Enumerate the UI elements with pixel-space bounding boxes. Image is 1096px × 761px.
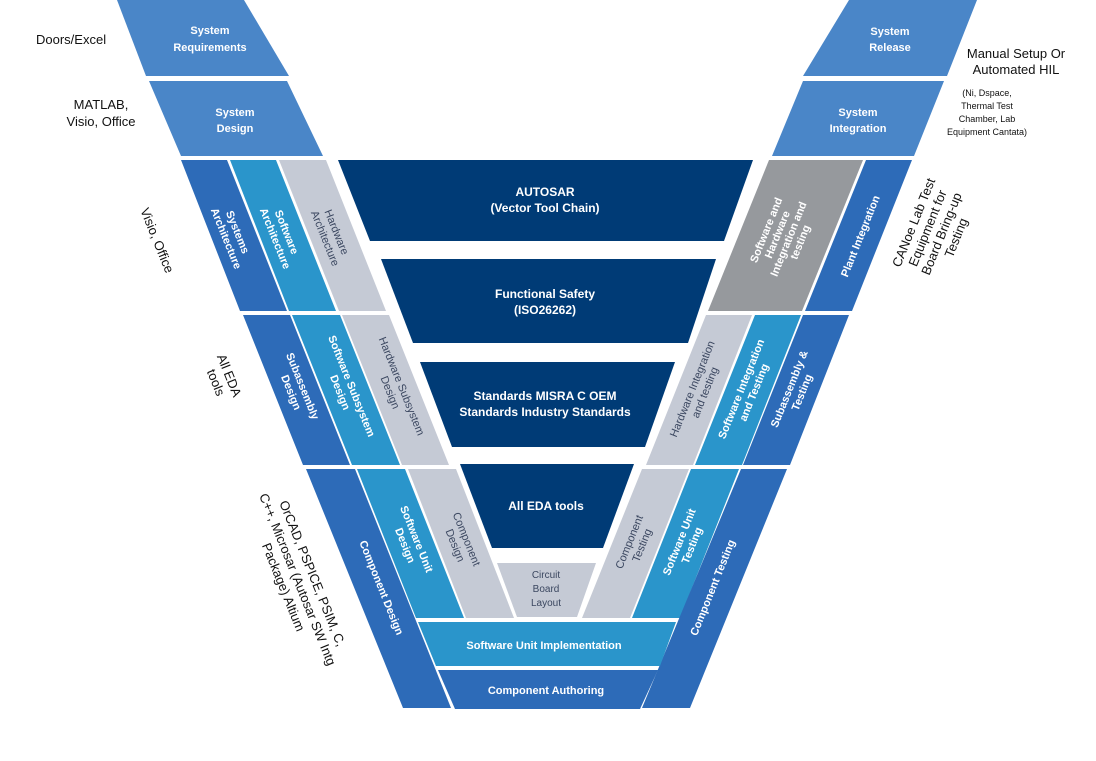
hardware-architecture-block: Hardware Architecture bbox=[279, 160, 386, 311]
component-authoring-label: Component Authoring bbox=[488, 685, 604, 697]
functional-safety-label-2: (ISO26262) bbox=[514, 303, 576, 317]
standards-block: Standards MISRA C OEM Standards Industry… bbox=[420, 362, 675, 447]
circuit-board-layout-block: Circuit Board Layout bbox=[497, 563, 596, 617]
software-architecture-block: Software Architecture bbox=[230, 160, 336, 311]
ni-annotation-4: Equipment Cantata) bbox=[947, 127, 1027, 137]
circuit-label-3: Layout bbox=[531, 598, 561, 609]
manual-setup-annotation-1: Manual Setup Or bbox=[967, 46, 1066, 61]
matlab-annotation-2: Visio, Office bbox=[67, 114, 136, 129]
all-eda-tools-block: All EDA tools bbox=[460, 464, 634, 548]
standards-label-1: Standards MISRA C OEM bbox=[474, 389, 617, 403]
all-eda-tools-label: All EDA tools bbox=[508, 499, 584, 513]
circuit-label-2: Board bbox=[533, 584, 560, 595]
svg-text:All EDA tools: All EDA tools bbox=[200, 352, 246, 407]
autosar-label-2: (Vector Tool Chain) bbox=[490, 201, 599, 215]
software-unit-implementation-label: Software Unit Implementation bbox=[466, 640, 622, 652]
ni-annotation-2: Thermal Test bbox=[961, 101, 1013, 111]
software-unit-implementation-block: Software Unit Implementation bbox=[418, 622, 676, 666]
functional-safety-label-1: Functional Safety bbox=[495, 287, 595, 301]
ni-annotation-1: (Ni, Dspace, bbox=[962, 88, 1012, 98]
doors-excel-annotation: Doors/Excel bbox=[36, 32, 106, 47]
matlab-annotation-1: MATLAB, bbox=[74, 97, 129, 112]
component-design-grey-block: Component Design bbox=[408, 469, 514, 618]
autosar-block: AUTOSAR (Vector Tool Chain) bbox=[338, 160, 753, 241]
hardware-subsystem-design-block: Hardware Subsystem Design bbox=[342, 315, 449, 465]
autosar-label-1: AUTOSAR bbox=[515, 185, 574, 199]
functional-safety-block: Functional Safety (ISO26262) bbox=[381, 259, 716, 343]
ni-annotation-3: Chamber, Lab bbox=[959, 114, 1016, 124]
circuit-label-1: Circuit bbox=[532, 570, 561, 581]
manual-setup-annotation-2: Automated HIL bbox=[973, 62, 1060, 77]
svg-text:CANoe Lab Test Equipment f: CANoe Lab Test Equipment for Board Bring… bbox=[889, 173, 981, 286]
sw-hw-integration-block: Software and Hardware Integration and te… bbox=[708, 160, 863, 311]
visio-office-annotation: Visio, Office bbox=[137, 206, 177, 275]
standards-label-2: Standards Industry Standards bbox=[459, 405, 631, 419]
component-authoring-block: Component Authoring bbox=[438, 670, 658, 709]
